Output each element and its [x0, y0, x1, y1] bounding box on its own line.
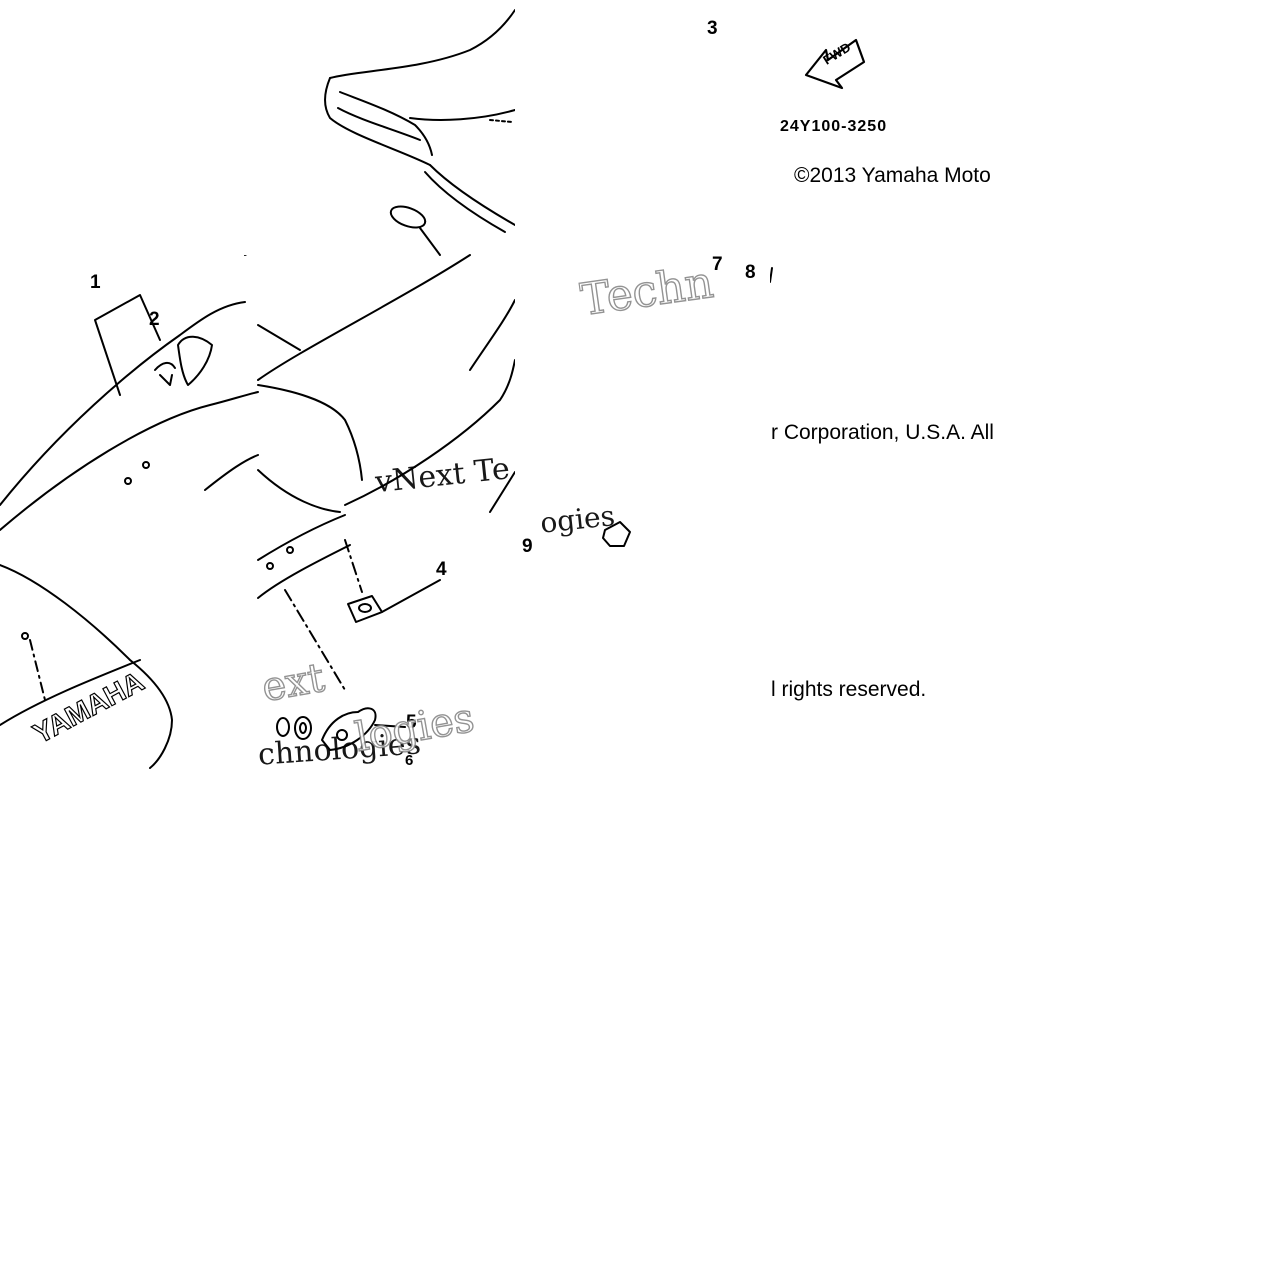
- copyright-line-1: ©2013 Yamaha Moto: [794, 164, 991, 187]
- callout-6: 6: [405, 752, 414, 769]
- seat-body-drawing: [0, 249, 516, 531]
- callout-2: 2: [149, 309, 160, 330]
- nut-part-9: [602, 521, 631, 547]
- clip-part-4: [347, 579, 441, 623]
- callout-5: 5: [406, 712, 417, 733]
- part-number: 24Y100-3250: [780, 118, 888, 135]
- callout-1: 1: [90, 272, 101, 293]
- callout-8: 8: [745, 262, 756, 283]
- side-cover-drawing: [0, 514, 363, 769]
- bracket-part-5: [321, 707, 406, 751]
- callout-9: 9: [522, 536, 533, 557]
- blank-tile: [0, 0, 258, 255]
- fwd-arrow-icon: [804, 38, 866, 90]
- copyright-line-3: l rights reserved.: [771, 678, 927, 701]
- blank-tile: [515, 0, 770, 512]
- washer-part-6: [276, 716, 312, 740]
- copyright-line-2: r Corporation, U.S.A. All: [771, 421, 994, 444]
- callout-4: 4: [436, 559, 447, 580]
- callout-7: 7: [712, 254, 723, 275]
- seat-upper-drawing: [324, 9, 516, 256]
- callout-3: 3: [707, 18, 718, 39]
